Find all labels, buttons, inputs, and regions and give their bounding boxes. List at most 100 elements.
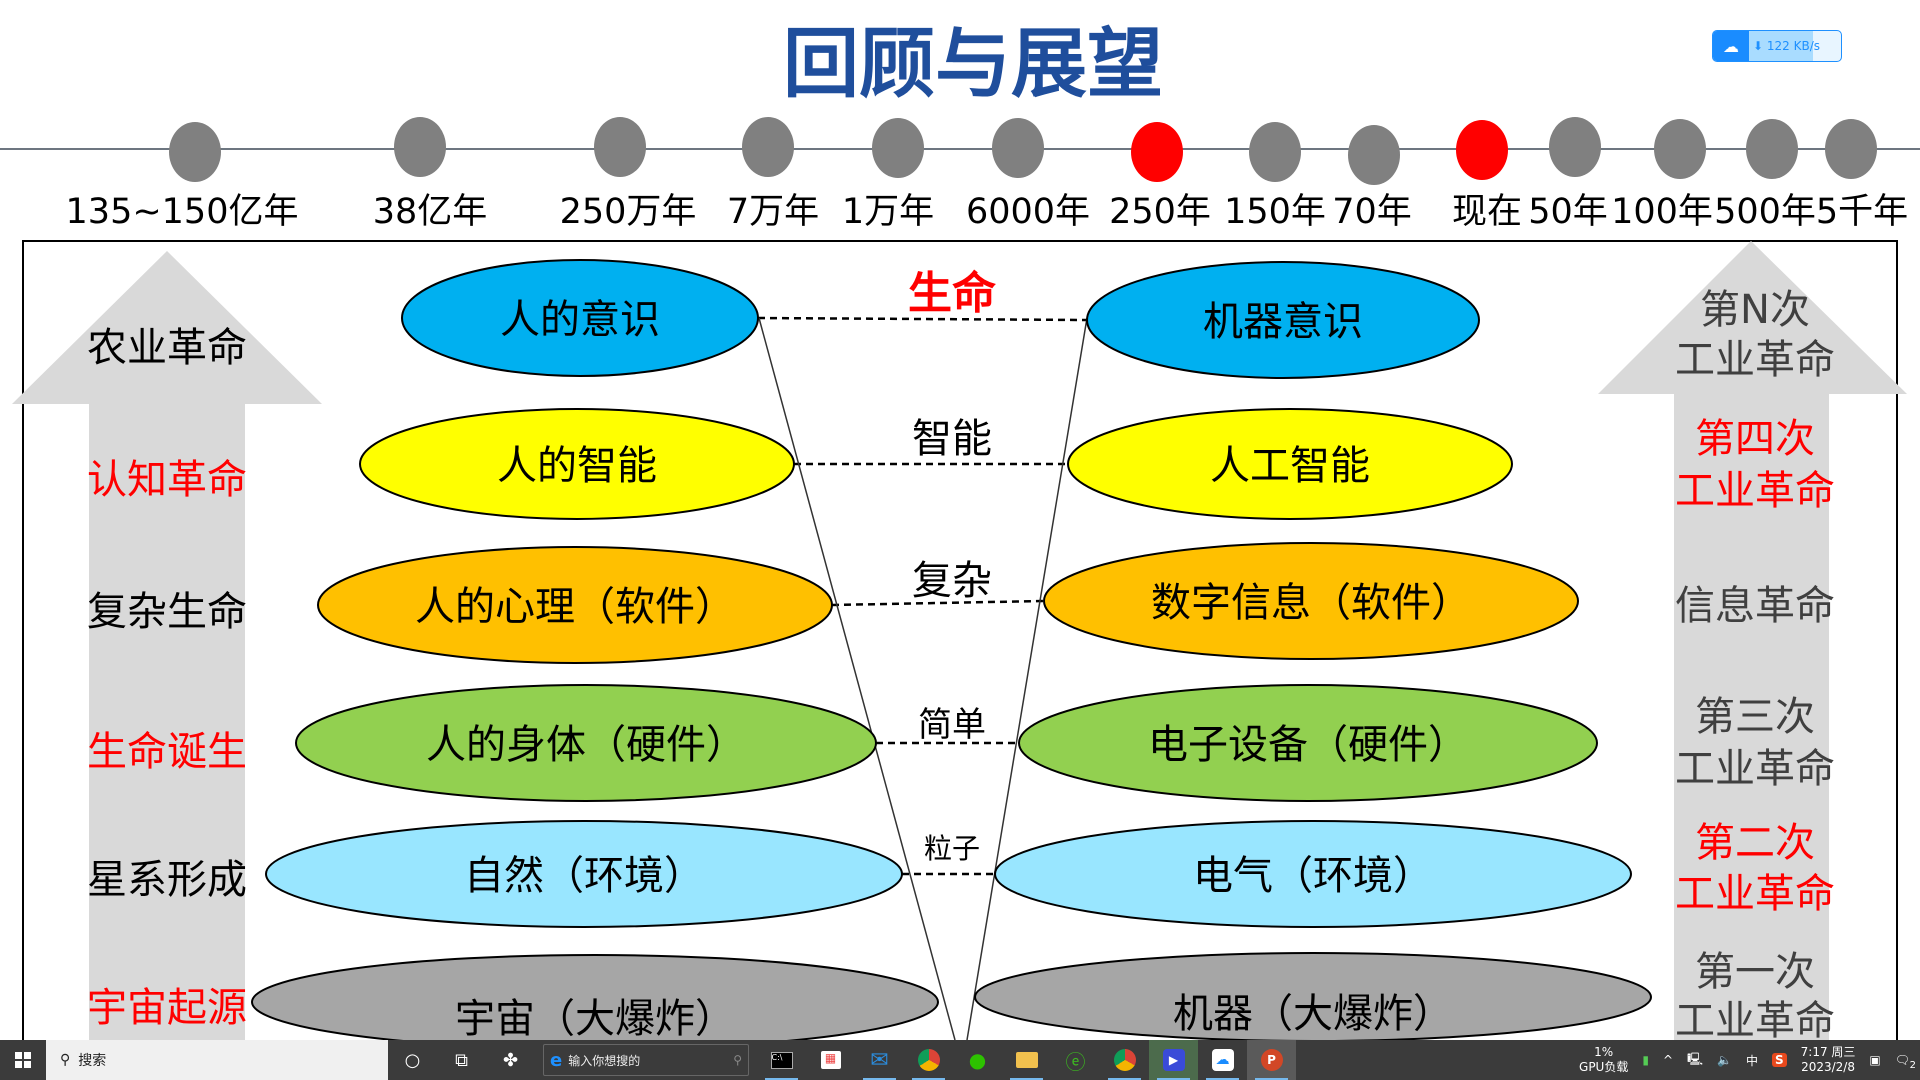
notification-count: 2	[1909, 1060, 1916, 1071]
chrome-icon[interactable]	[904, 1040, 953, 1080]
wechat-icon[interactable]: ●	[968, 1048, 987, 1072]
human-label: 人的身体（硬件）	[426, 722, 746, 768]
human-ellipse	[265, 820, 903, 928]
store-icon[interactable]: ▦	[806, 1040, 855, 1080]
right-level-line2: 工业革命	[1675, 746, 1835, 792]
timeline-label: 100年	[1611, 192, 1713, 232]
link-label: 生命	[908, 268, 996, 319]
timeline-dot	[742, 117, 794, 177]
timeline-label: 7万年	[727, 192, 819, 232]
show-desktop-icon[interactable]: ▣	[1869, 1053, 1881, 1067]
chrome-icon-2[interactable]	[1100, 1040, 1149, 1080]
search-label: 搜索	[78, 1053, 107, 1069]
network-speed-widget[interactable]: ☁ ⬇ 122 KB/s	[1712, 30, 1842, 62]
right-level-line1: 第一次	[1695, 949, 1815, 995]
human-ellipse	[251, 954, 939, 1040]
taskbar: ⚲ 搜索 ○ ⧉ ✤ e 输入你想搜的 ⚲ C:\ ▦ ✉ ● ⓔ ▶ ☁ P …	[0, 1040, 1920, 1080]
timeline-label: 70年	[1332, 192, 1412, 232]
ie-icon: e	[550, 1049, 563, 1071]
right-level-line2: 工业革命	[1675, 998, 1835, 1040]
right-level-line1: 第三次	[1695, 694, 1815, 740]
timeline-dot	[1456, 120, 1508, 180]
timeline-dot	[1549, 117, 1601, 177]
time: 7:17 周三	[1800, 1045, 1856, 1059]
network-icon[interactable]: 🖳	[1687, 1051, 1704, 1066]
usb-icon[interactable]: ▮	[1642, 1053, 1649, 1067]
right-level-line1: 第四次	[1695, 416, 1815, 462]
volume-icon[interactable]: 🔈	[1717, 1053, 1732, 1067]
mail-icon[interactable]: ✉	[855, 1040, 904, 1080]
start-button[interactable]	[0, 1040, 46, 1080]
timeline-label: 1万年	[842, 192, 934, 232]
machine-ellipse	[1018, 684, 1598, 802]
link-label: 粒子	[924, 832, 980, 865]
network-speed: ⬇ 122 KB/s	[1749, 31, 1820, 61]
human-label: 人的智能	[497, 443, 657, 489]
notification-icon[interactable]: 🗨2	[1894, 1053, 1916, 1071]
timeline-dot	[1825, 119, 1877, 179]
powerpoint-icon[interactable]: P	[1247, 1040, 1296, 1080]
machine-label: 人工智能	[1210, 443, 1370, 489]
link-line	[757, 316, 1088, 322]
gpu-label: GPU负载	[1579, 1060, 1629, 1074]
right-level-line1: 第N次	[1700, 287, 1810, 333]
right-level-line1: 第二次	[1695, 820, 1815, 866]
timeline-label: 135~150亿年	[66, 192, 299, 232]
content-frame	[22, 240, 1898, 1040]
timeline-label: 250年	[1109, 192, 1211, 232]
left-funnel-line	[758, 317, 956, 1040]
sogou-icon[interactable]: S	[1772, 1053, 1787, 1067]
video-app-icon[interactable]: ▶	[1149, 1040, 1198, 1080]
machine-ellipse	[974, 952, 1652, 1040]
right-level-line1: 信息革命	[1675, 583, 1835, 629]
human-ellipse	[359, 408, 795, 520]
timeline-label: 250万年	[560, 192, 697, 232]
cortana-icon[interactable]: ○	[404, 1049, 421, 1071]
chevron-up-icon[interactable]: ^	[1662, 1053, 1674, 1067]
timeline-dot	[1348, 125, 1400, 185]
link-label: 简单	[918, 705, 986, 745]
timeline-label: 5千年	[1816, 192, 1908, 232]
timeline-label: 6000年	[966, 192, 1090, 232]
timeline-dot	[169, 122, 221, 182]
ie-360-icon[interactable]: ⓔ	[1065, 1049, 1086, 1074]
left-level-label: 星系形成	[87, 857, 247, 903]
pinwheel-icon[interactable]: ✤	[502, 1049, 519, 1071]
slide-title: 回顾与展望	[783, 19, 1163, 108]
taskbar-search[interactable]: ⚲ 搜索	[46, 1040, 388, 1080]
timeline-dot	[872, 118, 924, 178]
right-arrow	[1598, 241, 1907, 1040]
gpu-monitor[interactable]: 1% GPU负载	[1579, 1045, 1628, 1075]
link-label: 复杂	[912, 558, 992, 604]
clock[interactable]: 7:17 周三 2023/2/8	[1801, 1045, 1856, 1075]
ie-search-placeholder: 输入你想搜的	[568, 1053, 641, 1068]
left-level-label: 宇宙起源	[87, 985, 247, 1031]
timeline-dot	[594, 117, 646, 177]
file-explorer-icon[interactable]	[1002, 1040, 1051, 1080]
left-level-label: 农业革命	[87, 325, 247, 371]
link-label: 智能	[912, 416, 992, 462]
timeline-dot	[1131, 122, 1183, 182]
human-label: 人的意识	[500, 297, 660, 343]
human-label: 宇宙（大爆炸）	[455, 996, 735, 1040]
right-level-line2: 工业革命	[1675, 468, 1835, 514]
terminal-icon[interactable]: C:\	[757, 1040, 806, 1080]
baidu-netdisk-icon[interactable]: ☁	[1198, 1040, 1247, 1080]
timeline-dot	[1746, 119, 1798, 179]
windows-icon	[15, 1052, 31, 1068]
timeline-dot	[1249, 122, 1301, 182]
timeline-label: 150年	[1224, 192, 1326, 232]
timeline-label: 50年	[1528, 192, 1608, 232]
cloud-icon: ☁	[1713, 31, 1749, 61]
timeline-label: 500年	[1714, 192, 1816, 232]
machine-ellipse	[1043, 542, 1579, 660]
ie-search-box[interactable]: e 输入你想搜的 ⚲	[543, 1044, 749, 1076]
task-view-icon[interactable]: ⧉	[455, 1049, 468, 1071]
right-level-line2: 工业革命	[1675, 337, 1835, 383]
gpu-percent: 1%	[1594, 1045, 1614, 1059]
ime-indicator[interactable]: 中	[1745, 1053, 1758, 1068]
timeline-dot	[1654, 119, 1706, 179]
left-arrow	[12, 251, 322, 1040]
machine-label: 机器（大爆炸）	[1173, 991, 1453, 1037]
